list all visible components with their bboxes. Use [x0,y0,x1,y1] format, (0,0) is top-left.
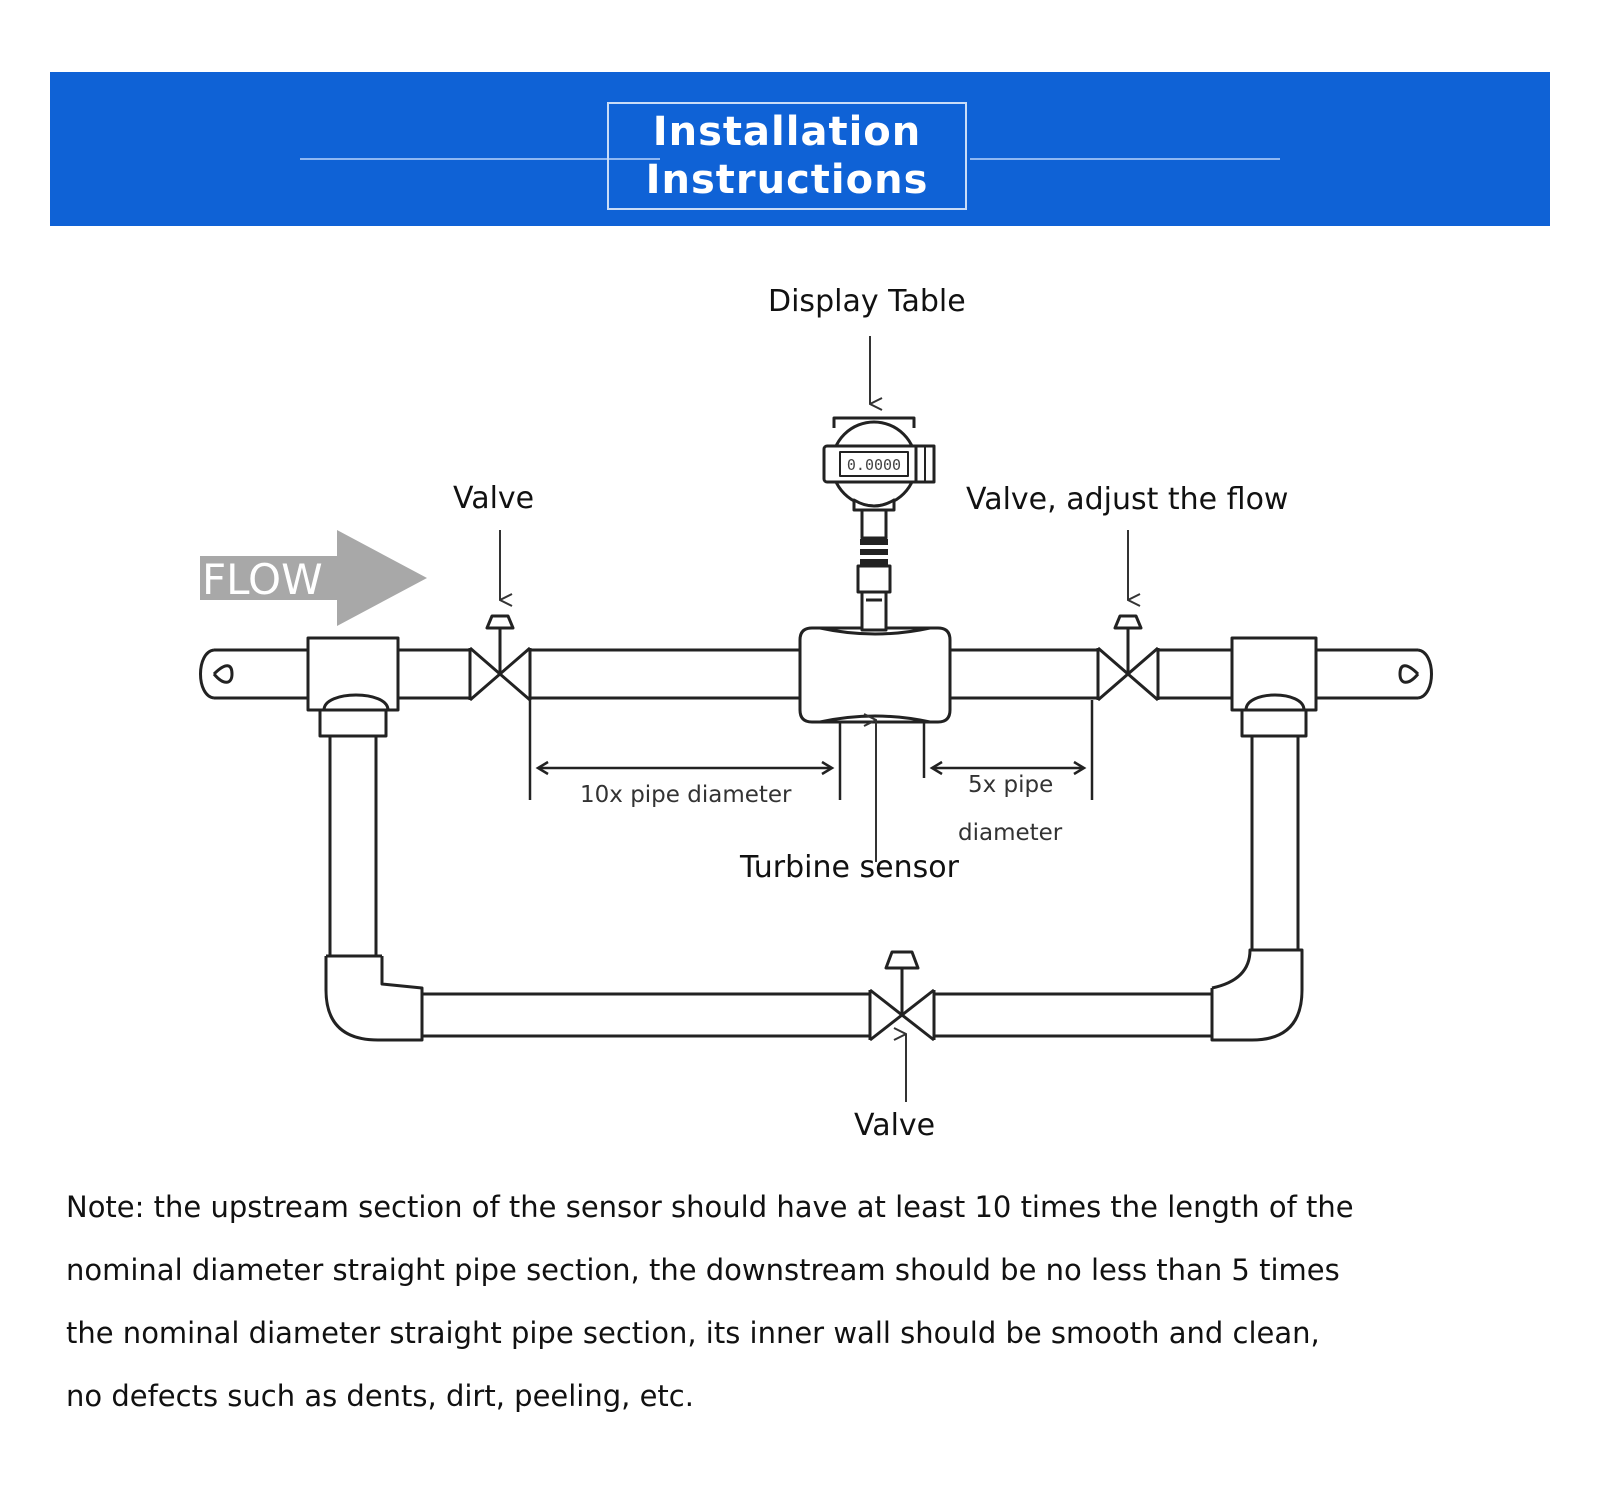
bypass-left-riser [326,736,382,958]
outlet-pipe [1316,648,1433,700]
installation-note: Note: the upstream section of the sensor… [66,1176,1536,1428]
page-title: Installation Instructions [609,108,965,204]
bypass-right-elbow [1210,948,1304,1042]
valve-bottom-icon [868,950,936,1042]
banner-rule-left [300,158,660,160]
right-tee [1230,636,1318,738]
label-downstream-distance-2: diameter [958,820,1063,846]
title-line-2: Instructions [645,157,929,203]
note-line: nominal diameter straight pipe section, … [66,1253,1340,1287]
title-line-1: Installation [652,109,922,155]
label-valve-right: Valve, adjust the flow [966,482,1289,517]
turbine-sensor-body [798,626,952,724]
header-banner: Installation Instructions [50,72,1550,226]
display-readout: 0.0000 [847,456,901,474]
label-display-table: Display Table [768,284,966,319]
display-table-unit [822,416,936,632]
note-line: no defects such as dents, dirt, peeling,… [66,1379,694,1413]
label-turbine-sensor: Turbine sensor [740,850,959,885]
dimension-lines [528,700,1094,800]
callout-arrows [499,336,1128,1102]
title-box: Installation Instructions [607,102,967,210]
label-downstream-distance-1: 5x pipe [968,772,1054,798]
left-tee [306,636,400,738]
note-line: Note: the upstream section of the sensor… [66,1190,1354,1224]
label-valve-bottom: Valve [854,1108,936,1143]
banner-rule-right [970,158,1280,160]
label-upstream-distance: 10x pipe diameter [580,782,792,808]
bypass-left-elbow [324,956,424,1042]
valve-right-icon [1096,614,1160,702]
label-valve-left: Valve [453,481,535,516]
bypass-right-riser [1250,736,1300,950]
inlet-pipe [199,648,308,700]
note-line: the nominal diameter straight pipe secti… [66,1316,1320,1350]
flow-label: FLOW [202,555,323,604]
valve-left-icon [468,614,532,702]
flow-arrow [200,530,427,626]
